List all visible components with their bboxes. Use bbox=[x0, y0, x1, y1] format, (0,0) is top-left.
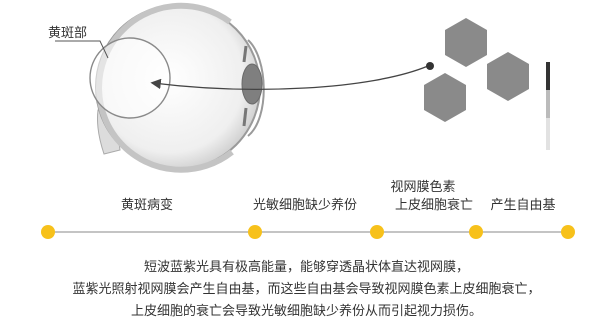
description-line-1: 短波蓝紫光具有极高能量，能够穿透晶状体直达视网膜， bbox=[143, 260, 469, 275]
cornea bbox=[247, 39, 265, 137]
stage-label-rpe-line2: 上皮细胞衰亡 bbox=[394, 198, 473, 213]
description-line-2: 蓝紫光照射视网膜会产生自由基，而这些自由基会导致视网膜色素上皮细胞衰亡， bbox=[72, 282, 541, 297]
hexagon-right bbox=[487, 52, 529, 101]
gradient-bar-mid bbox=[546, 90, 550, 118]
hexagon-left bbox=[424, 73, 466, 122]
stage-label-macular-disease: 黄斑病变 bbox=[120, 198, 173, 213]
stage-label-free-radicals: 产生自由基 bbox=[490, 198, 556, 213]
macula-highlight bbox=[89, 37, 171, 119]
timeline-dot-photoreceptor bbox=[248, 225, 262, 239]
timeline-dot-end bbox=[561, 225, 575, 239]
description-line-3: 上皮细胞的衰亡会导致光敏细胞缺少养份从而引起视力损伤。 bbox=[130, 304, 482, 319]
iris-top bbox=[242, 45, 248, 63]
macula-label: 黄斑部 bbox=[48, 26, 88, 41]
stage-label-photoreceptor-starvation: 光敏细胞缺少养份 bbox=[252, 198, 357, 213]
hexagon-top bbox=[445, 18, 487, 67]
timeline-dot-free-radicals bbox=[469, 225, 483, 239]
lens bbox=[241, 63, 263, 105]
light-ray-arrow bbox=[150, 65, 429, 90]
gradient-bar-light bbox=[546, 118, 550, 150]
macula-leader-line bbox=[55, 40, 109, 59]
timeline-dot-start bbox=[41, 225, 55, 239]
stage-label-rpe-line1: 视网膜色素 bbox=[390, 180, 456, 195]
iris-bottom bbox=[242, 107, 248, 127]
gradient-bar-dark bbox=[546, 62, 550, 90]
timeline-dot-rpe bbox=[370, 225, 384, 239]
light-source-dot bbox=[426, 62, 434, 70]
eye-diagram-illustration bbox=[55, 2, 550, 173]
